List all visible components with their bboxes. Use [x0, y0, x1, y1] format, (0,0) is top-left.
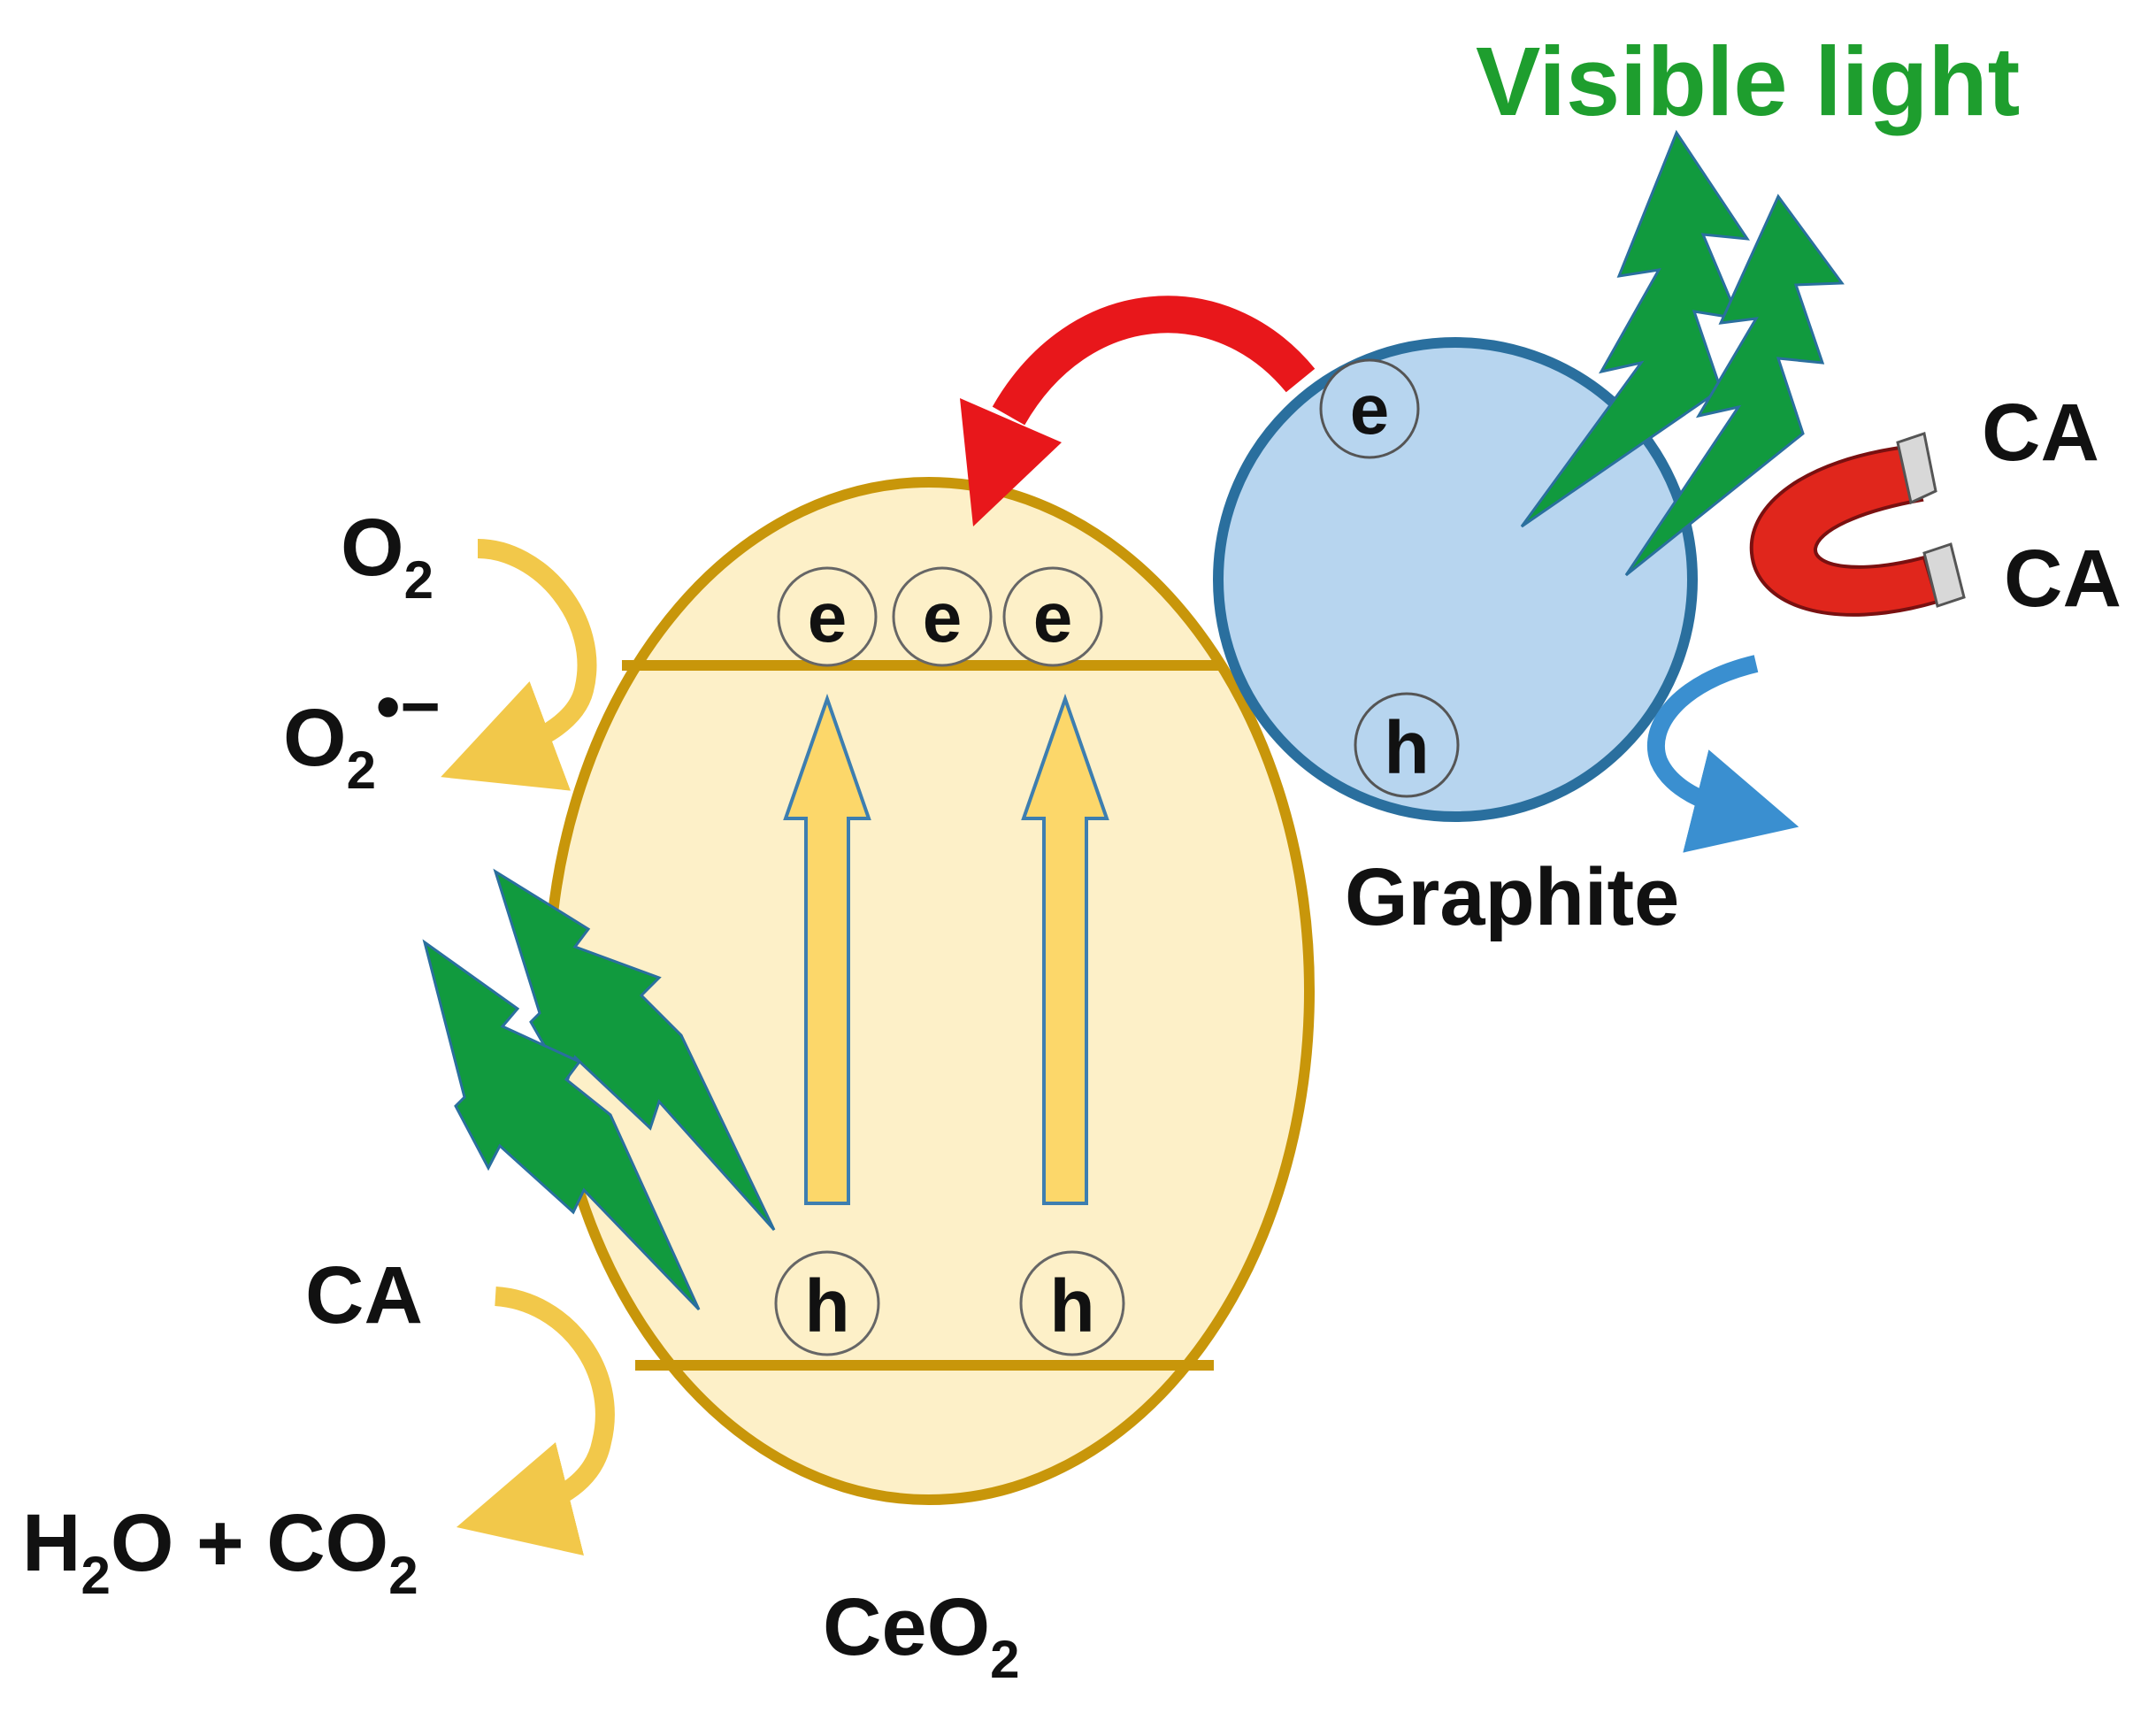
o2-label: O2	[341, 503, 434, 610]
lightning-bolt-icon	[1624, 194, 1845, 577]
electron-carrier: e	[1002, 566, 1103, 667]
lightning-bolt-icon	[493, 868, 776, 1232]
ca-degradation-arrow	[456, 1287, 615, 1556]
svg-text:h: h	[804, 1264, 849, 1348]
ca-right-top-label: CA	[1982, 388, 2099, 478]
oxygen-reduction-arrow	[441, 539, 597, 791]
products-label: H2O + CO2	[22, 1498, 418, 1605]
electron-transfer-arrow	[960, 296, 1316, 526]
ceo2-label: CeO2	[823, 1582, 1020, 1689]
hole-carrier: h	[1019, 1250, 1125, 1356]
svg-text:h: h	[1049, 1264, 1094, 1348]
magnet-icon	[1749, 432, 1966, 617]
graphite-adsorption-arrow	[1646, 655, 1799, 853]
svg-text:e: e	[808, 578, 848, 657]
lightning-bolt-icon	[1520, 129, 1751, 528]
excitation-arrow-right	[1021, 693, 1109, 1205]
svg-text:h: h	[1384, 706, 1429, 789]
ca-right-bottom-label: CA	[2004, 534, 2121, 624]
svg-text:e: e	[1033, 578, 1073, 657]
svg-text:e: e	[923, 578, 963, 657]
ceo2-particle	[543, 477, 1315, 1505]
graphite-label: Graphite	[1345, 852, 1679, 942]
ca-left-label: CA	[305, 1250, 423, 1340]
electron-carrier: e	[1319, 358, 1420, 459]
electron-carrier: e	[777, 566, 878, 667]
lightning-bolt-icon	[422, 939, 701, 1311]
svg-text:e: e	[1350, 370, 1390, 449]
hole-carrier: h	[1354, 692, 1460, 798]
superoxide-label: O2•−	[283, 667, 441, 800]
electron-carrier: e	[892, 566, 993, 667]
visible-light-label: Visible light	[1476, 27, 2020, 136]
excitation-arrow-left	[783, 693, 871, 1205]
hole-carrier: h	[774, 1250, 880, 1356]
